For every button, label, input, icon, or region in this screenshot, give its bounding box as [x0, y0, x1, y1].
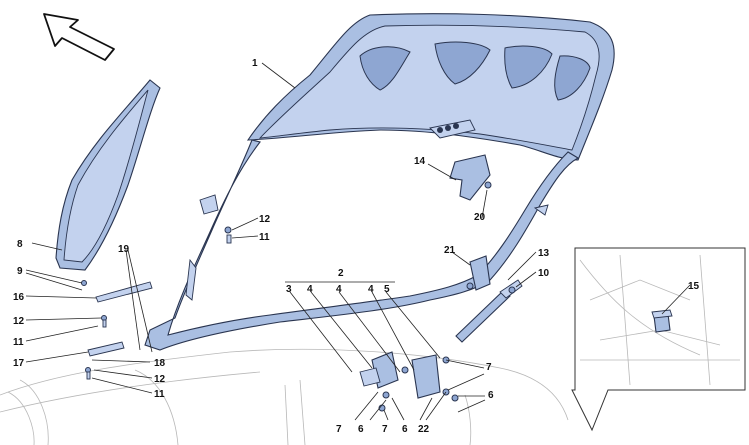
label-8: 8 [17, 239, 23, 250]
label-16: 16 [13, 292, 25, 303]
hood-frame [144, 139, 580, 351]
label-4b: 4 [336, 284, 342, 295]
bracket-14 [449, 154, 492, 201]
label-12a: 12 [259, 214, 271, 225]
label-7b: 7 [382, 424, 388, 435]
label-12c: 12 [154, 374, 166, 385]
label-21: 21 [444, 245, 456, 256]
label-14: 14 [414, 156, 426, 167]
label-7a: 7 [336, 424, 342, 435]
part-labels: 1 2 3 4 4 4 5 6 6 6 7 7 7 8 9 10 11 11 1… [13, 58, 700, 435]
label-3: 3 [286, 284, 292, 295]
label-11a: 11 [259, 232, 270, 243]
label-6b: 6 [402, 424, 408, 435]
label-15: 15 [688, 281, 700, 292]
leader-lines [25, 62, 691, 421]
direction-arrow-icon [43, 13, 115, 61]
label-6c: 6 [488, 390, 494, 401]
label-4c: 4 [368, 284, 374, 295]
label-1: 1 [252, 58, 258, 69]
label-17: 17 [13, 358, 25, 369]
label-5: 5 [384, 284, 390, 295]
label-6a: 6 [358, 424, 364, 435]
hood-seal [55, 79, 161, 271]
inset-detail [571, 247, 746, 432]
label-7c: 7 [486, 362, 492, 373]
car-body-ghost [0, 348, 569, 445]
label-11c: 11 [154, 389, 165, 400]
label-18: 18 [154, 358, 166, 369]
hood-lid [246, 13, 615, 161]
label-4a: 4 [307, 284, 313, 295]
label-13: 13 [538, 248, 550, 259]
bracket-21 [466, 255, 491, 291]
hinge-assembly [359, 351, 459, 412]
gas-strut [455, 279, 523, 343]
hardware-parts [81, 226, 232, 380]
label-11b: 11 [13, 337, 24, 348]
label-12b: 12 [13, 316, 25, 327]
label-20: 20 [474, 212, 486, 223]
label-2: 2 [338, 268, 344, 279]
label-9: 9 [17, 266, 23, 277]
label-10: 10 [538, 268, 550, 279]
label-19: 19 [118, 244, 130, 255]
label-22: 22 [418, 424, 430, 435]
